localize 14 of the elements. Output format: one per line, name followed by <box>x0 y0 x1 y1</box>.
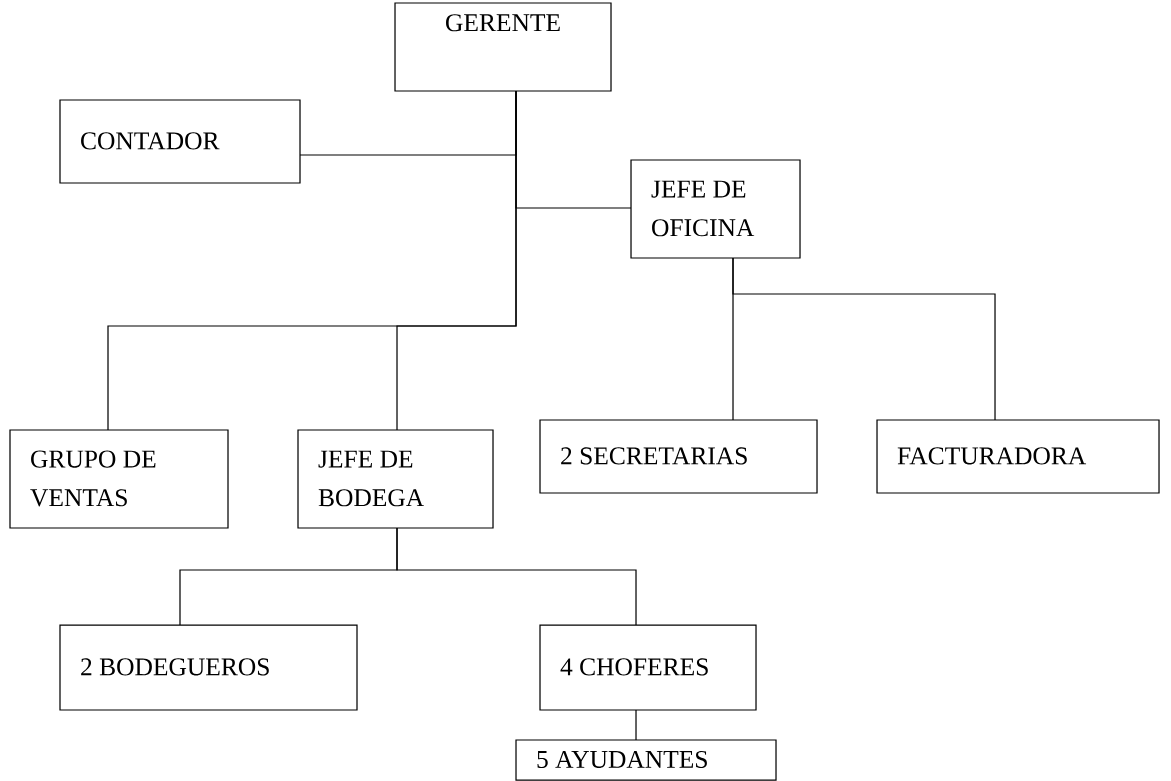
connector-line <box>396 527 637 626</box>
org-box: 2 BODEGUEROS <box>59 624 358 711</box>
org-box: 2 SECRETARIAS <box>539 419 818 494</box>
connector-line <box>396 90 517 431</box>
org-box: GERENTE <box>394 2 612 92</box>
org-box: 5 AYUDANTES <box>515 739 777 781</box>
org-box: GRUPO DE VENTAS <box>9 429 229 529</box>
org-box: FACTURADORA <box>876 419 1160 494</box>
org-box: JEFE DE OFICINA <box>630 159 801 259</box>
org-box: CONTADOR <box>59 99 301 184</box>
org-box: 4 CHOFERES <box>539 624 757 711</box>
connector-line <box>635 709 637 741</box>
org-box: JEFE DE BODEGA <box>297 429 494 529</box>
connector-line <box>732 257 996 421</box>
